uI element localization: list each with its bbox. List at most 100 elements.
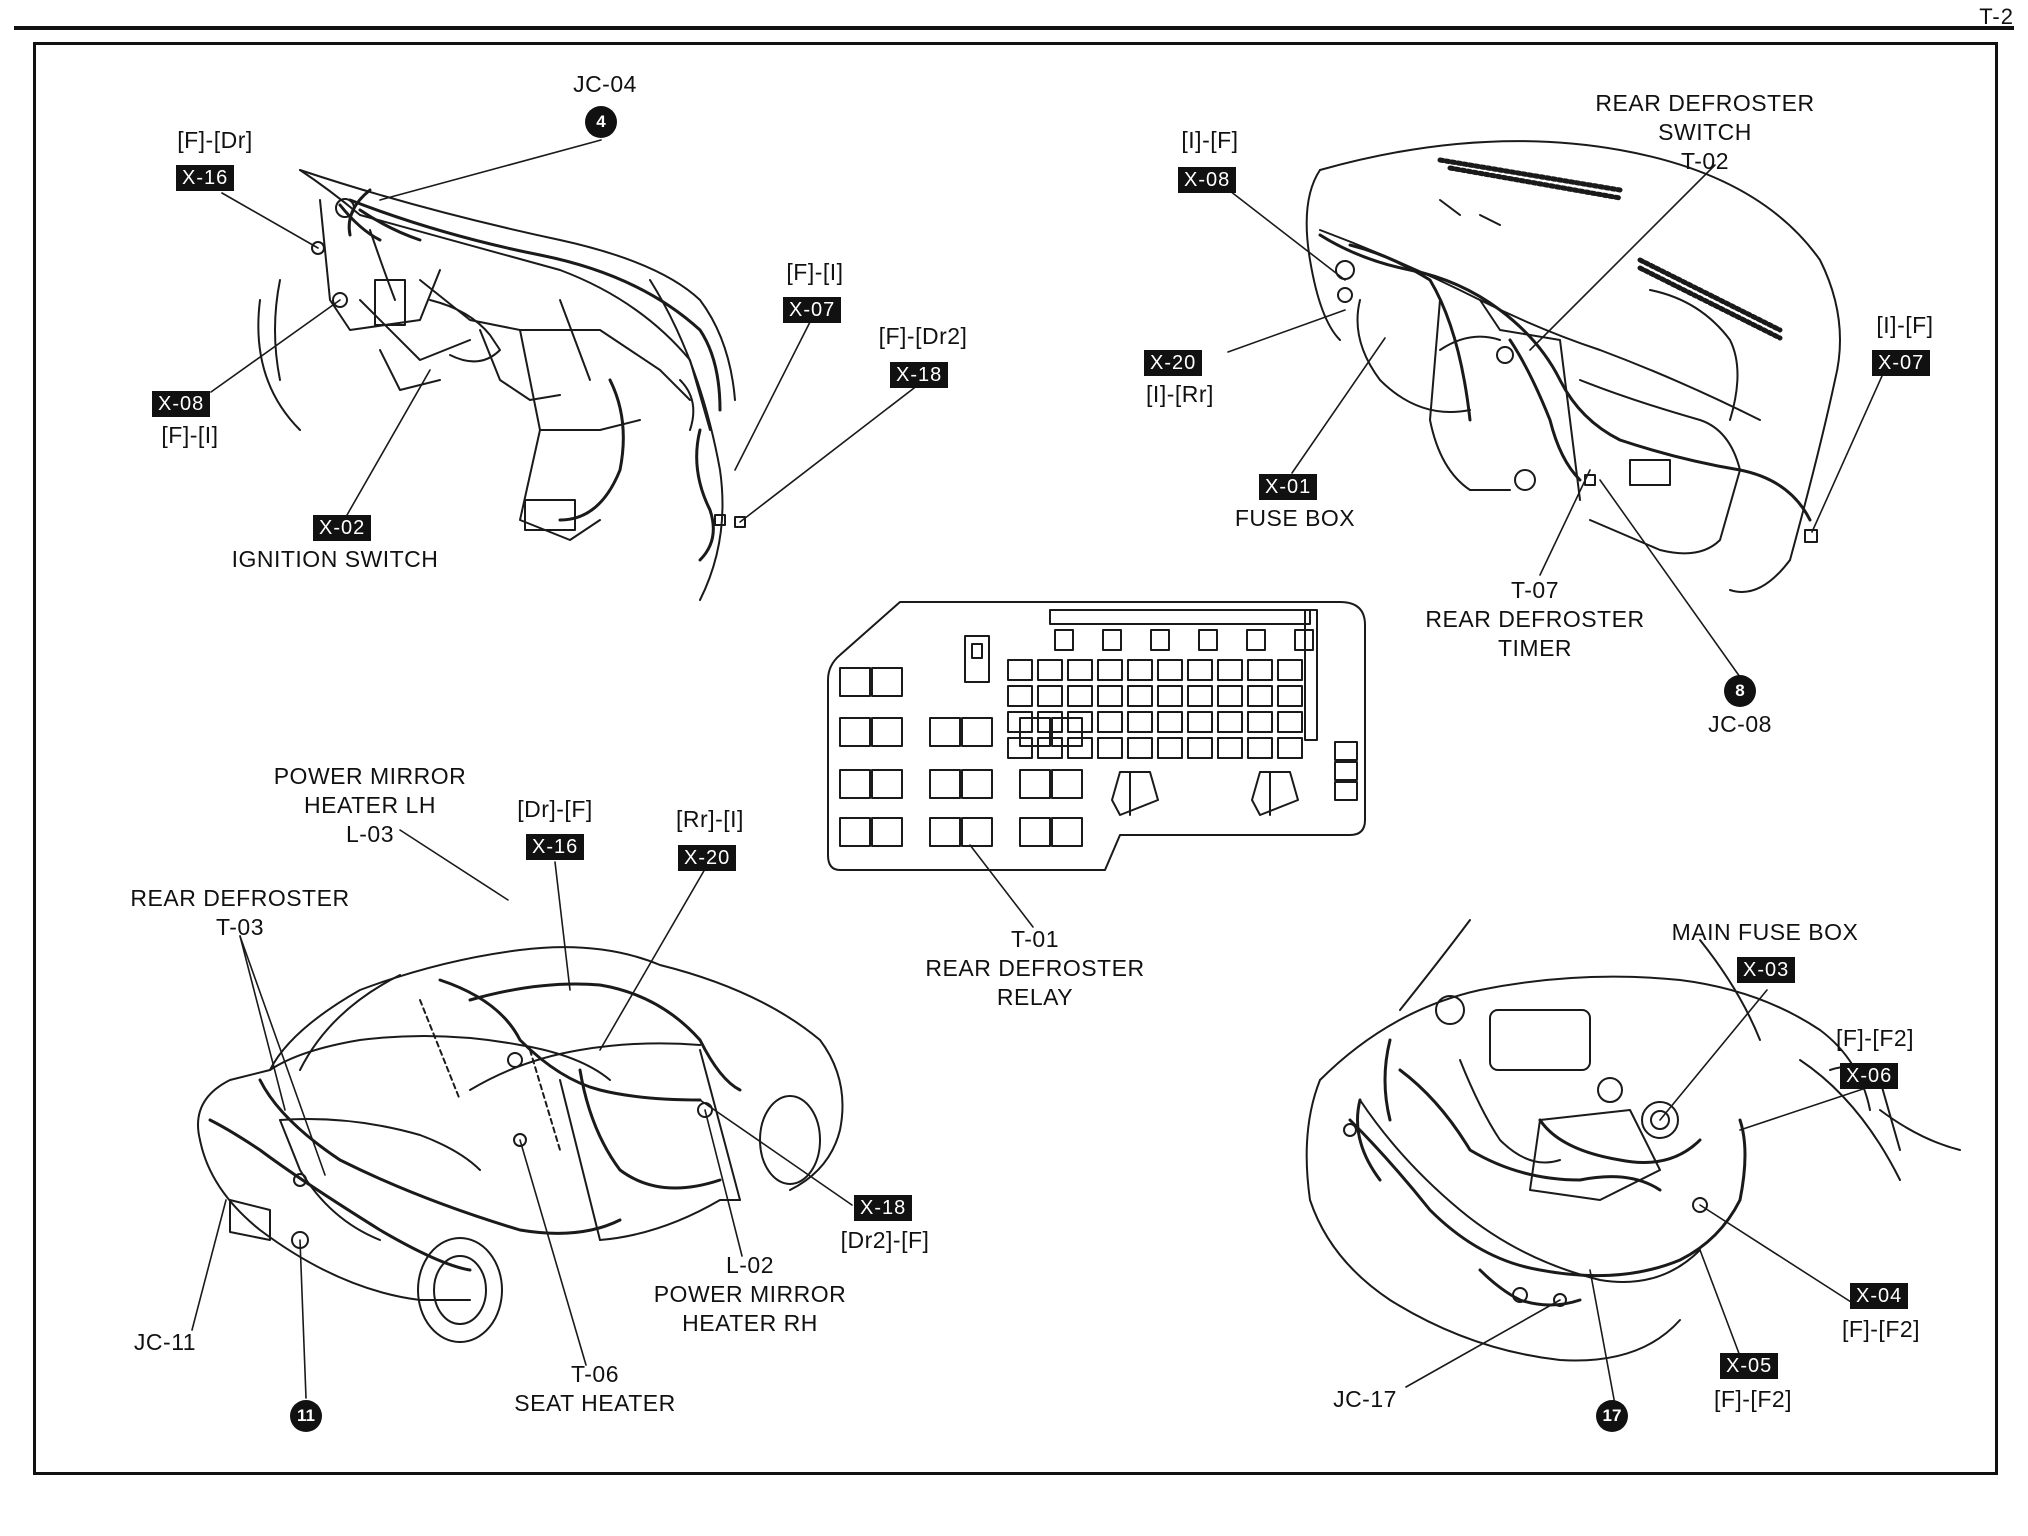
dashboard-right-illustration (1305, 140, 1841, 593)
rear-defroster-relay-label: T-01 REAR DEFROSTER RELAY (925, 926, 1145, 1010)
x18-left-pin-label: [F]-[Dr2] (878, 323, 968, 349)
fuse-cell (1007, 685, 1033, 707)
jc04-badge: 4 (585, 106, 617, 138)
fuse-cell (839, 667, 871, 697)
fuse-cell (1187, 711, 1213, 733)
fuse-cell (1051, 769, 1083, 799)
fuse-cell (961, 769, 993, 799)
fuse-cell (1097, 685, 1123, 707)
fuse-cell (1217, 737, 1243, 759)
jc08-badge: 8 (1724, 675, 1756, 707)
page-label: T-2 (1979, 4, 2014, 29)
fuse-cell (1157, 685, 1183, 707)
fuse-cell (1157, 711, 1183, 733)
x06-pin-label: [F]-[F2] (1835, 1025, 1915, 1051)
fuse-cell (1127, 659, 1153, 681)
fuse-cell (1019, 769, 1051, 799)
x18-car-code: X-18 (854, 1195, 913, 1221)
fuse-cell (1127, 711, 1153, 733)
fuse-cell (1294, 629, 1314, 651)
dashboard-left-illustration (257, 169, 746, 601)
fuse-cell (1054, 629, 1074, 651)
x03-code: X-03 (1737, 957, 1796, 983)
top-rule (14, 26, 2014, 30)
fuse-cell (839, 717, 871, 747)
fuse-cell (1007, 711, 1033, 733)
fuse-cell (1037, 737, 1063, 759)
x08-left-code: X-08 (152, 391, 211, 417)
x01-code: X-01 (1259, 474, 1318, 500)
mirror-heater-lh-label: POWER MIRROR HEATER LH L-03 (273, 763, 467, 847)
fuse-cell (1187, 685, 1213, 707)
x16-left-pin-label: [F]-[Dr] (177, 127, 253, 153)
mirror-heater-rh-label: L-02 POWER MIRROR HEATER RH (653, 1252, 847, 1336)
fuse-cell (1127, 737, 1153, 759)
fuse-cell (1246, 629, 1266, 651)
jc17-badge: 17 (1596, 1400, 1628, 1432)
fuse-cell (871, 769, 903, 799)
x04-code: X-04 (1850, 1283, 1909, 1309)
x16-car-pin-label: [Dr]-[F] (517, 796, 593, 822)
x05-pin-label: [F]-[F2] (1713, 1386, 1793, 1412)
fuse-box-label: FUSE BOX (1234, 505, 1356, 531)
fuse-cell (1150, 629, 1170, 651)
x18-left-code: X-18 (890, 362, 949, 388)
fuse-cell (871, 817, 903, 847)
fuse-cell (871, 717, 903, 747)
x20-car-pin-label: [Rr]-[I] (676, 806, 744, 832)
fuse-cell (1187, 737, 1213, 759)
fuse-cell (929, 717, 961, 747)
x07-right-code: X-07 (1872, 350, 1931, 376)
jc04-label: JC-04 (573, 71, 637, 97)
fuse-cell (961, 817, 993, 847)
jc17-label: JC-17 (1333, 1386, 1397, 1412)
fuse-cell (1277, 737, 1303, 759)
x04-pin-label: [F]-[F2] (1841, 1316, 1921, 1342)
fuse-cell (839, 769, 871, 799)
fuse-cell (1067, 737, 1093, 759)
x08-right-code: X-08 (1178, 167, 1237, 193)
fuse-cell (1037, 659, 1063, 681)
fuse-cell (1247, 685, 1273, 707)
engine-bay-illustration (1305, 919, 1961, 1362)
diagram-frame (33, 42, 1998, 1475)
fuse-cell (1217, 685, 1243, 707)
fuse-cell (1217, 659, 1243, 681)
rear-defroster-switch-label: REAR DEFROSTER SWITCH T-02 (1595, 90, 1815, 174)
seat-heater-label: T-06 SEAT HEATER (514, 1361, 676, 1416)
fuse-cell (1097, 711, 1123, 733)
x07-left-pin-label: [F]-[I] (786, 259, 844, 285)
jc08-label: JC-08 (1708, 711, 1772, 737)
x02-code: X-02 (313, 515, 372, 541)
fuse-cell (1007, 737, 1033, 759)
x07-right-pin-label: [I]-[F] (1876, 312, 1934, 338)
leader-lines (191, 139, 1883, 1411)
x07-left-code: X-07 (783, 297, 842, 323)
fuse-cell (1157, 659, 1183, 681)
fuse-cell (1277, 659, 1303, 681)
fuse-cell (839, 817, 871, 847)
fuse-cell (1067, 685, 1093, 707)
fuse-cell (1067, 711, 1093, 733)
fuse-cell (1037, 711, 1063, 733)
fuse-cell (871, 667, 903, 697)
fuse-cell (1067, 659, 1093, 681)
fuse-cell (1102, 629, 1122, 651)
fuse-cell (1217, 711, 1243, 733)
fuse-cell (1198, 629, 1218, 651)
x16-left-code: X-16 (176, 165, 235, 191)
x20-right-pin-label: [I]-[Rr] (1146, 381, 1214, 407)
jc11-badge: 11 (290, 1400, 322, 1432)
x20-car-code: X-20 (678, 845, 737, 871)
x16-car-code: X-16 (526, 834, 585, 860)
fuse-cell (1187, 659, 1213, 681)
fuse-cell (1277, 711, 1303, 733)
jc11-label: JC-11 (133, 1329, 197, 1355)
fuse-box-illustration (827, 601, 1366, 871)
fuse-cell (1051, 817, 1083, 847)
fuse-cell (1247, 711, 1273, 733)
x08-left-pin-label: [F]-[I] (161, 422, 219, 448)
fuse-cell (1127, 685, 1153, 707)
x05-code: X-05 (1720, 1353, 1779, 1379)
